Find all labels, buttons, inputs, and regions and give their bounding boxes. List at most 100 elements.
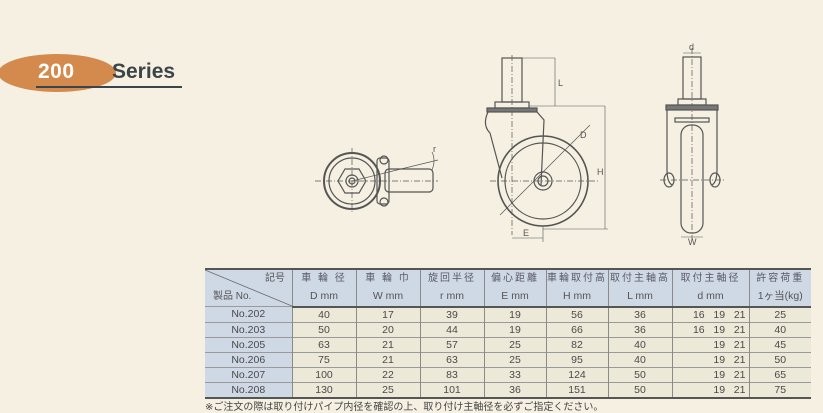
dshaft-cell: 19 21 bbox=[671, 366, 749, 382]
corner-header: 記号 製品 No. bbox=[205, 269, 292, 307]
header-h-unit: H mm bbox=[545, 287, 608, 308]
dshaft-cell: 19 21 bbox=[671, 351, 749, 367]
w-cell: 21 bbox=[355, 351, 420, 367]
r-cell: 39 bbox=[419, 306, 484, 322]
header-load-jp: 許容荷重 bbox=[748, 269, 811, 288]
d-cell: 75 bbox=[291, 351, 356, 367]
header-e-unit: E mm bbox=[483, 287, 546, 308]
caster-drawings: r L D H E d W bbox=[315, 42, 725, 247]
e-cell: 19 bbox=[483, 321, 546, 337]
table-row: No.203 50 20 44 19 66 36 16 19 21 40 bbox=[205, 321, 811, 337]
title-underline bbox=[36, 86, 182, 88]
header-d-jp: 車 輪 径 bbox=[291, 269, 356, 288]
header-symbol: 記号 bbox=[265, 273, 285, 284]
header-r-jp: 旋回半径 bbox=[419, 269, 484, 288]
front-view-drawing bbox=[660, 48, 725, 240]
dshaft-cell: 16 19 21 bbox=[671, 306, 749, 322]
h-cell: 82 bbox=[545, 336, 608, 352]
h-cell: 66 bbox=[545, 321, 608, 337]
h-cell: 95 bbox=[545, 351, 608, 367]
h-cell: 151 bbox=[545, 381, 608, 398]
series-number: 200 bbox=[38, 60, 75, 83]
label-L: L bbox=[558, 78, 563, 88]
w-cell: 17 bbox=[355, 306, 420, 322]
w-cell: 20 bbox=[355, 321, 420, 337]
load-cell: 50 bbox=[748, 351, 811, 367]
spec-table: 記号 製品 No. 車 輪 径 車 輪 巾 旋回半径 偏心距離 車輪取付高 取付… bbox=[205, 268, 811, 399]
model-cell: No.206 bbox=[205, 351, 292, 367]
label-d: d bbox=[689, 42, 694, 52]
table-row: No.205 63 21 57 25 82 40 19 21 45 bbox=[205, 336, 811, 352]
load-cell: 25 bbox=[748, 306, 811, 322]
dshaft-cell: 19 21 bbox=[671, 381, 749, 398]
model-cell: No.208 bbox=[205, 381, 292, 398]
h-cell: 124 bbox=[545, 366, 608, 382]
load-cell: 75 bbox=[748, 381, 811, 398]
d-cell: 40 bbox=[291, 306, 356, 322]
model-cell: No.207 bbox=[205, 366, 292, 382]
w-cell: 25 bbox=[355, 381, 420, 398]
label-D: D bbox=[580, 130, 587, 140]
r-cell: 83 bbox=[419, 366, 484, 382]
dshaft-value: 16 19 21 bbox=[692, 308, 746, 321]
l-cell: 36 bbox=[607, 321, 672, 337]
header-d-unit: D mm bbox=[291, 287, 356, 308]
header-h-jp: 車輪取付高 bbox=[545, 269, 608, 288]
w-cell: 22 bbox=[355, 366, 420, 382]
w-cell: 21 bbox=[355, 336, 420, 352]
dshaft-value: 19 21 bbox=[713, 338, 746, 351]
e-cell: 25 bbox=[483, 336, 546, 352]
dshaft-cell: 16 19 21 bbox=[671, 321, 749, 337]
dshaft-value: 19 21 bbox=[713, 353, 746, 366]
header-w-jp: 車 輪 巾 bbox=[355, 269, 420, 288]
header-e-jp: 偏心距離 bbox=[483, 269, 546, 288]
d-cell: 100 bbox=[291, 366, 356, 382]
l-cell: 40 bbox=[607, 336, 672, 352]
e-cell: 36 bbox=[483, 381, 546, 398]
label-W: W bbox=[688, 237, 697, 247]
label-r: r bbox=[433, 144, 436, 154]
r-cell: 57 bbox=[419, 336, 484, 352]
load-cell: 40 bbox=[748, 321, 811, 337]
model-cell: No.202 bbox=[205, 306, 292, 322]
d-cell: 63 bbox=[291, 336, 356, 352]
header-load-unit: 1ヶ当(kg) bbox=[748, 287, 811, 308]
d-cell: 50 bbox=[291, 321, 356, 337]
label-H: H bbox=[597, 167, 604, 177]
table-row: No.202 40 17 39 19 56 36 16 19 21 25 bbox=[205, 306, 811, 322]
dshaft-value: 19 21 bbox=[713, 368, 746, 381]
table-row: No.208 130 25 101 36 151 50 19 21 75 bbox=[205, 381, 811, 398]
l-cell: 40 bbox=[607, 351, 672, 367]
series-title: 200 Series bbox=[0, 50, 200, 100]
load-cell: 45 bbox=[748, 336, 811, 352]
dshaft-value: 16 19 21 bbox=[692, 323, 746, 336]
series-label: Series bbox=[112, 60, 176, 83]
header-product-no: 製品 No. bbox=[213, 291, 252, 302]
table-row: No.207 100 22 83 33 124 50 19 21 65 bbox=[205, 366, 811, 382]
title-oval-shape bbox=[0, 54, 116, 92]
l-cell: 50 bbox=[607, 381, 672, 398]
dshaft-cell: 19 21 bbox=[671, 336, 749, 352]
order-note: ※ご注文の際は取り付けパイプ内径を確認の上、取り付け主軸径を必ずご指定ください。 bbox=[205, 402, 604, 413]
side-view-drawing bbox=[484, 55, 608, 242]
model-cell: No.203 bbox=[205, 321, 292, 337]
r-cell: 101 bbox=[419, 381, 484, 398]
model-cell: No.205 bbox=[205, 336, 292, 352]
dshaft-value: 19 21 bbox=[713, 383, 746, 396]
header-l-jp: 取付主軸高 bbox=[607, 269, 672, 288]
l-cell: 36 bbox=[607, 306, 672, 322]
top-view-drawing bbox=[315, 148, 439, 212]
e-cell: 33 bbox=[483, 366, 546, 382]
r-cell: 63 bbox=[419, 351, 484, 367]
e-cell: 25 bbox=[483, 351, 546, 367]
header-w-unit: W mm bbox=[355, 287, 420, 308]
e-cell: 19 bbox=[483, 306, 546, 322]
h-cell: 56 bbox=[545, 306, 608, 322]
d-cell: 130 bbox=[291, 381, 356, 398]
load-cell: 65 bbox=[748, 366, 811, 382]
r-cell: 44 bbox=[419, 321, 484, 337]
table-row: No.206 75 21 63 25 95 40 19 21 50 bbox=[205, 351, 811, 367]
l-cell: 50 bbox=[607, 366, 672, 382]
header-r-unit: r mm bbox=[419, 287, 484, 308]
label-E: E bbox=[523, 228, 529, 238]
